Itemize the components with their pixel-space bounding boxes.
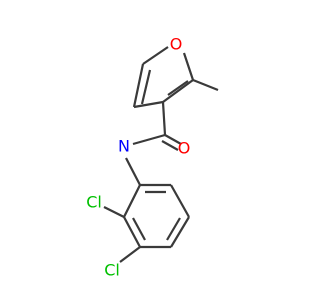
bond-furan-c5-c4-double <box>140 69 152 105</box>
bond-ring-c4-c5-inner <box>166 217 181 241</box>
bond-carbonyl-n <box>132 133 166 146</box>
bond-furan-c3-c2 <box>162 79 194 103</box>
atom-chlorine-2: Cl <box>104 261 120 280</box>
bond-furan-o-c5 <box>142 46 169 65</box>
bond-furan-c3-c2-double <box>167 80 189 96</box>
atom-amide-nitrogen: N <box>118 137 130 156</box>
bond-c3-carbonyl <box>161 101 167 136</box>
bond-ring-c2-c3-inner <box>132 217 146 241</box>
bond-ring-c1-c2 <box>123 184 141 218</box>
bond-c2-methyl <box>192 78 219 92</box>
bond-carbonyl-o-double <box>161 140 179 151</box>
bond-furan-c5-c4 <box>132 63 145 108</box>
bond-ring-c2-c3 <box>123 216 141 248</box>
bond-ring-c5-c6 <box>170 184 190 218</box>
atom-furan-oxygen: O <box>170 35 183 54</box>
bond-furan-c4-c3 <box>133 100 164 109</box>
bond-c2-cl <box>103 206 125 218</box>
molecule-structure: O O N H Cl Cl <box>86 35 219 280</box>
bond-furan-o-c2 <box>182 52 195 81</box>
bond-carbonyl-o <box>164 134 182 145</box>
bond-ring-c4-c5 <box>170 216 190 248</box>
bond-c3-cl <box>119 246 141 263</box>
atom-carbonyl-oxygen: O <box>178 139 191 158</box>
atom-chlorine-1: Cl <box>86 193 102 212</box>
bond-n-aryl <box>125 157 141 186</box>
